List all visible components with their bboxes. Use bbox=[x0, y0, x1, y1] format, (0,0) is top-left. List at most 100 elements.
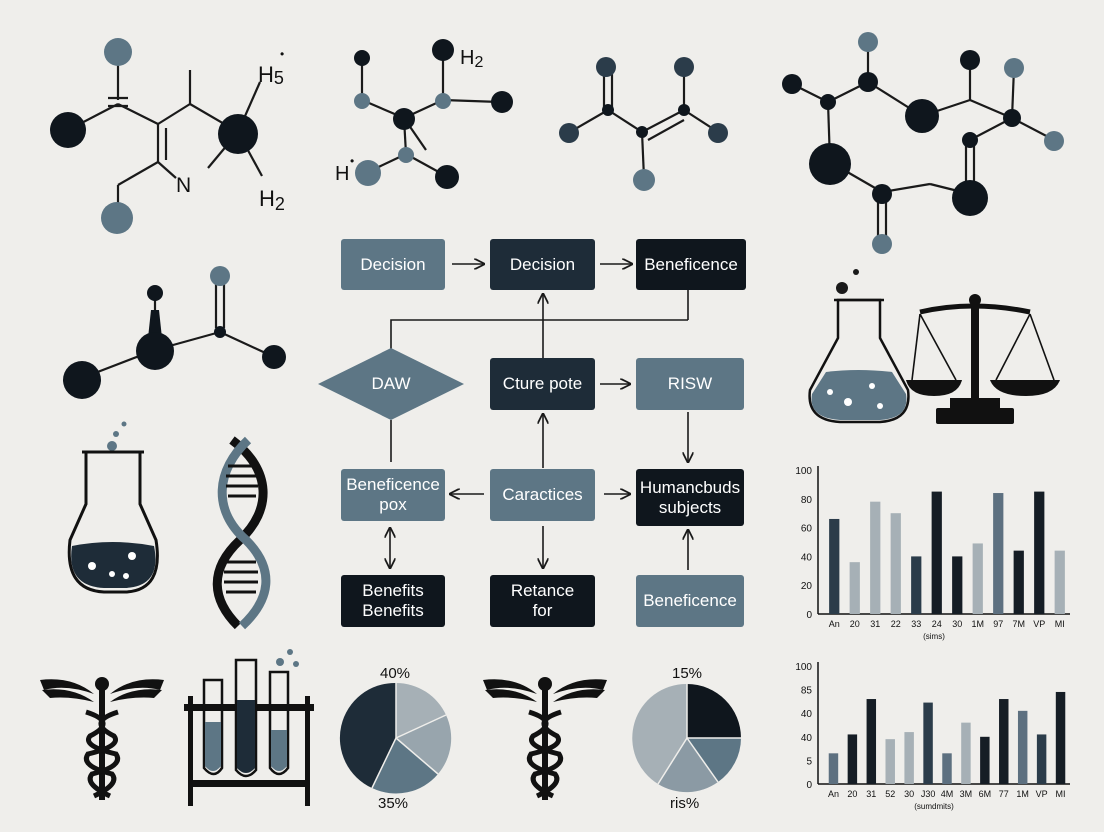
atom bbox=[678, 104, 690, 116]
atom bbox=[596, 57, 616, 77]
bar bbox=[1055, 691, 1066, 784]
atom bbox=[905, 99, 939, 133]
bar bbox=[1013, 550, 1024, 614]
x-tick-label: VP bbox=[1036, 789, 1048, 799]
flow-box-caractices: Caractices bbox=[490, 469, 595, 521]
atom bbox=[960, 50, 980, 70]
bar bbox=[931, 491, 942, 614]
bar bbox=[866, 699, 877, 784]
atom bbox=[210, 266, 230, 286]
pie-label: 40% bbox=[380, 665, 410, 682]
bar bbox=[952, 556, 963, 614]
x-tick-label: 31 bbox=[866, 789, 876, 799]
dna-icon bbox=[212, 436, 271, 630]
flow-box-beneficence-pox: Beneficence pox bbox=[341, 469, 445, 521]
y-tick-label: 0 bbox=[806, 610, 812, 621]
x-tick-label: MI bbox=[1055, 619, 1065, 629]
bar bbox=[1034, 491, 1045, 614]
test-tube-rack-icon bbox=[184, 649, 314, 806]
atom bbox=[147, 285, 163, 301]
atom bbox=[872, 184, 892, 204]
flow-box-retance-for: Retance for bbox=[490, 575, 595, 627]
atom bbox=[1044, 131, 1064, 151]
x-tick-label: 20 bbox=[847, 789, 857, 799]
atom bbox=[435, 165, 459, 189]
y-tick-label: 85 bbox=[801, 686, 813, 697]
atom bbox=[674, 57, 694, 77]
flow-box-cture-pote: Cture pote bbox=[490, 358, 595, 410]
atom bbox=[435, 93, 451, 109]
atom bbox=[708, 123, 728, 143]
flowchart-diamond-daw bbox=[318, 348, 464, 420]
atom bbox=[1004, 58, 1024, 78]
bar bbox=[923, 702, 933, 784]
x-tick-label: 33 bbox=[911, 619, 921, 629]
bar bbox=[849, 562, 860, 614]
molecule-structure-5 bbox=[81, 280, 273, 380]
y-tick-label: 40 bbox=[801, 552, 813, 563]
atom bbox=[602, 104, 614, 116]
flask-icon bbox=[67, 421, 159, 594]
atom bbox=[63, 361, 101, 399]
y-tick-label: 0 bbox=[806, 780, 812, 791]
bar bbox=[885, 739, 895, 784]
flow-box-beneficence: Beneficence bbox=[636, 239, 746, 290]
bar bbox=[1036, 734, 1047, 784]
bar bbox=[890, 513, 901, 614]
flask-icon bbox=[808, 269, 910, 424]
atom bbox=[858, 72, 878, 92]
x-tick-label: 6M bbox=[979, 789, 992, 799]
x-tick-label: VP bbox=[1033, 619, 1045, 629]
atom bbox=[820, 94, 836, 110]
bar bbox=[870, 501, 881, 614]
x-tick-label: 7M bbox=[1012, 619, 1025, 629]
pie-label: ris% bbox=[670, 795, 699, 812]
atom bbox=[262, 345, 286, 369]
atom bbox=[872, 234, 892, 254]
x-tick-label: 1M bbox=[1016, 789, 1029, 799]
x-tick-label: 52 bbox=[885, 789, 895, 799]
atom bbox=[50, 112, 86, 148]
x-tick-label: An bbox=[829, 619, 840, 629]
atom-label-h5: H5 bbox=[258, 62, 284, 88]
wedge-bond bbox=[148, 310, 162, 338]
atom bbox=[491, 91, 513, 113]
atom bbox=[354, 50, 370, 66]
pie-chart-left bbox=[339, 682, 452, 794]
radical-dot: • bbox=[280, 47, 284, 61]
y-tick-label: 100 bbox=[795, 466, 812, 477]
bar bbox=[999, 699, 1009, 784]
atom bbox=[355, 160, 381, 186]
x-tick-label: 20 bbox=[850, 619, 860, 629]
atom bbox=[432, 39, 454, 61]
atom bbox=[636, 126, 648, 138]
y-tick-label: 5 bbox=[806, 756, 812, 767]
atom bbox=[633, 169, 655, 191]
atom bbox=[1003, 109, 1021, 127]
bar bbox=[980, 736, 990, 784]
x-tick-label: 97 bbox=[993, 619, 1003, 629]
flow-box-benefits: Benefits Benefits bbox=[341, 575, 445, 627]
atom bbox=[354, 93, 370, 109]
y-tick-label: 40 bbox=[801, 709, 813, 720]
flow-box-decision-1: Decision bbox=[341, 239, 445, 290]
bar bbox=[911, 556, 922, 614]
atom bbox=[398, 147, 414, 163]
x-tick-label: 4M bbox=[941, 789, 954, 799]
bar bbox=[972, 543, 983, 614]
pie-label: 15% bbox=[672, 665, 702, 682]
molecule-structure-3 bbox=[569, 68, 719, 179]
y-tick-label: 100 bbox=[795, 662, 812, 673]
atom bbox=[104, 38, 132, 66]
x-tick-label: 30 bbox=[904, 789, 914, 799]
bar bbox=[942, 753, 952, 784]
pie-label: 35% bbox=[378, 795, 408, 812]
x-axis-label: (sims) bbox=[923, 632, 945, 641]
atom bbox=[809, 143, 851, 185]
flow-box-decision-2: Decision bbox=[490, 239, 595, 290]
flow-box-humanbuds-subjects: Humancbuds subjects bbox=[636, 469, 744, 526]
atom bbox=[782, 74, 802, 94]
